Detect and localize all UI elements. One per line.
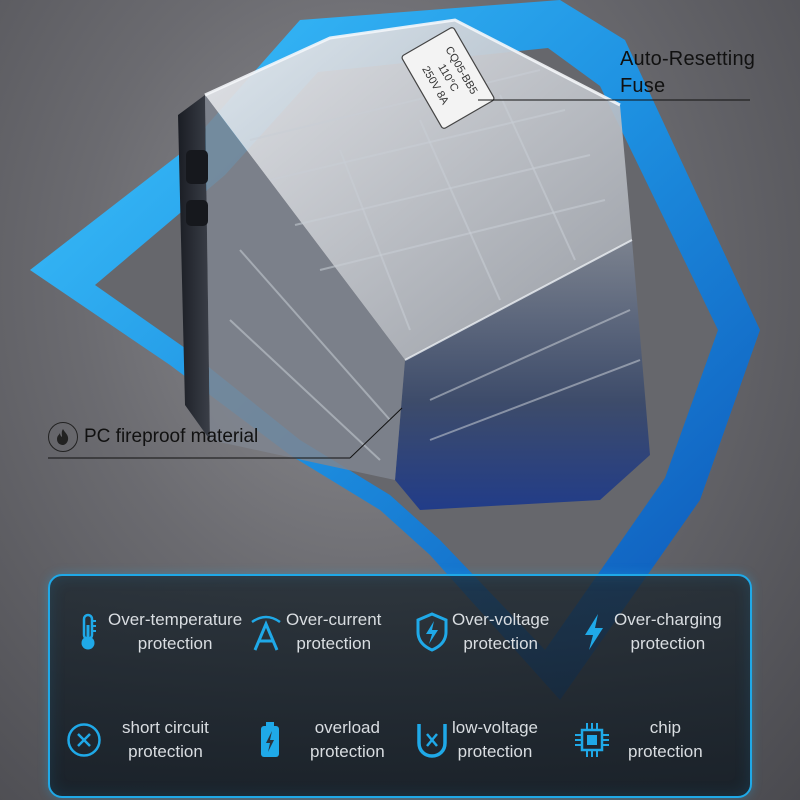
feature-short-circuit: short circuit protection <box>64 716 209 764</box>
feature-over-charging: Over-charging protection <box>574 608 722 656</box>
feature-label: short circuit <box>122 718 209 737</box>
feature-label: Over-current <box>286 610 382 629</box>
fuse-chip: CQ05-BB5 110°C 250V 8A <box>401 27 495 129</box>
socket-hole <box>186 150 208 184</box>
chip-icon <box>572 718 612 762</box>
fuse-callout: Auto-Resetting Fuse <box>620 46 755 100</box>
fire-icon <box>48 422 78 452</box>
adapter-body <box>178 18 650 510</box>
fuse-callout-line: Fuse <box>620 75 666 97</box>
feature-label: protection <box>128 742 203 761</box>
feature-label: Over-charging <box>614 610 722 629</box>
shield-bolt-icon <box>412 610 452 654</box>
feature-label: protection <box>463 634 538 653</box>
pc-leader-line <box>349 407 403 459</box>
feature-label: Over-temperature <box>108 610 243 629</box>
feature-low-voltage: low-voltage protection <box>412 716 538 764</box>
feature-label: protection <box>296 634 372 653</box>
feature-label: low-voltage <box>452 718 538 737</box>
pc-material-label: PC fireproof material <box>84 426 259 447</box>
lightning-icon <box>574 610 614 654</box>
fuse-callout-line: Auto-Resetting <box>620 48 756 70</box>
feature-overload: overload protection <box>250 716 385 764</box>
battery-bolt-icon <box>250 718 290 762</box>
current-icon <box>246 610 286 654</box>
feature-label: protection <box>457 742 533 761</box>
feature-label: protection <box>628 742 703 761</box>
feature-label: Over-voltage <box>452 610 550 629</box>
magnet-x-icon <box>412 718 452 762</box>
feature-label: protection <box>137 634 213 653</box>
circle-x-icon <box>64 718 104 762</box>
feature-chip: chip protection <box>572 716 703 764</box>
protection-panel: Over-temperature protection Over-current… <box>48 574 752 798</box>
feature-over-temperature: Over-temperature protection <box>68 608 242 656</box>
feature-over-current: Over-current protection <box>246 608 381 656</box>
pc-material-callout: PC fireproof material <box>48 422 258 452</box>
feature-over-voltage: Over-voltage protection <box>412 608 549 656</box>
feature-label: chip <box>649 718 681 737</box>
thermometer-icon <box>68 610 108 654</box>
feature-label: protection <box>630 634 706 653</box>
feature-label: overload <box>314 718 380 737</box>
socket-hole <box>186 200 208 226</box>
feature-label: protection <box>310 742 385 761</box>
